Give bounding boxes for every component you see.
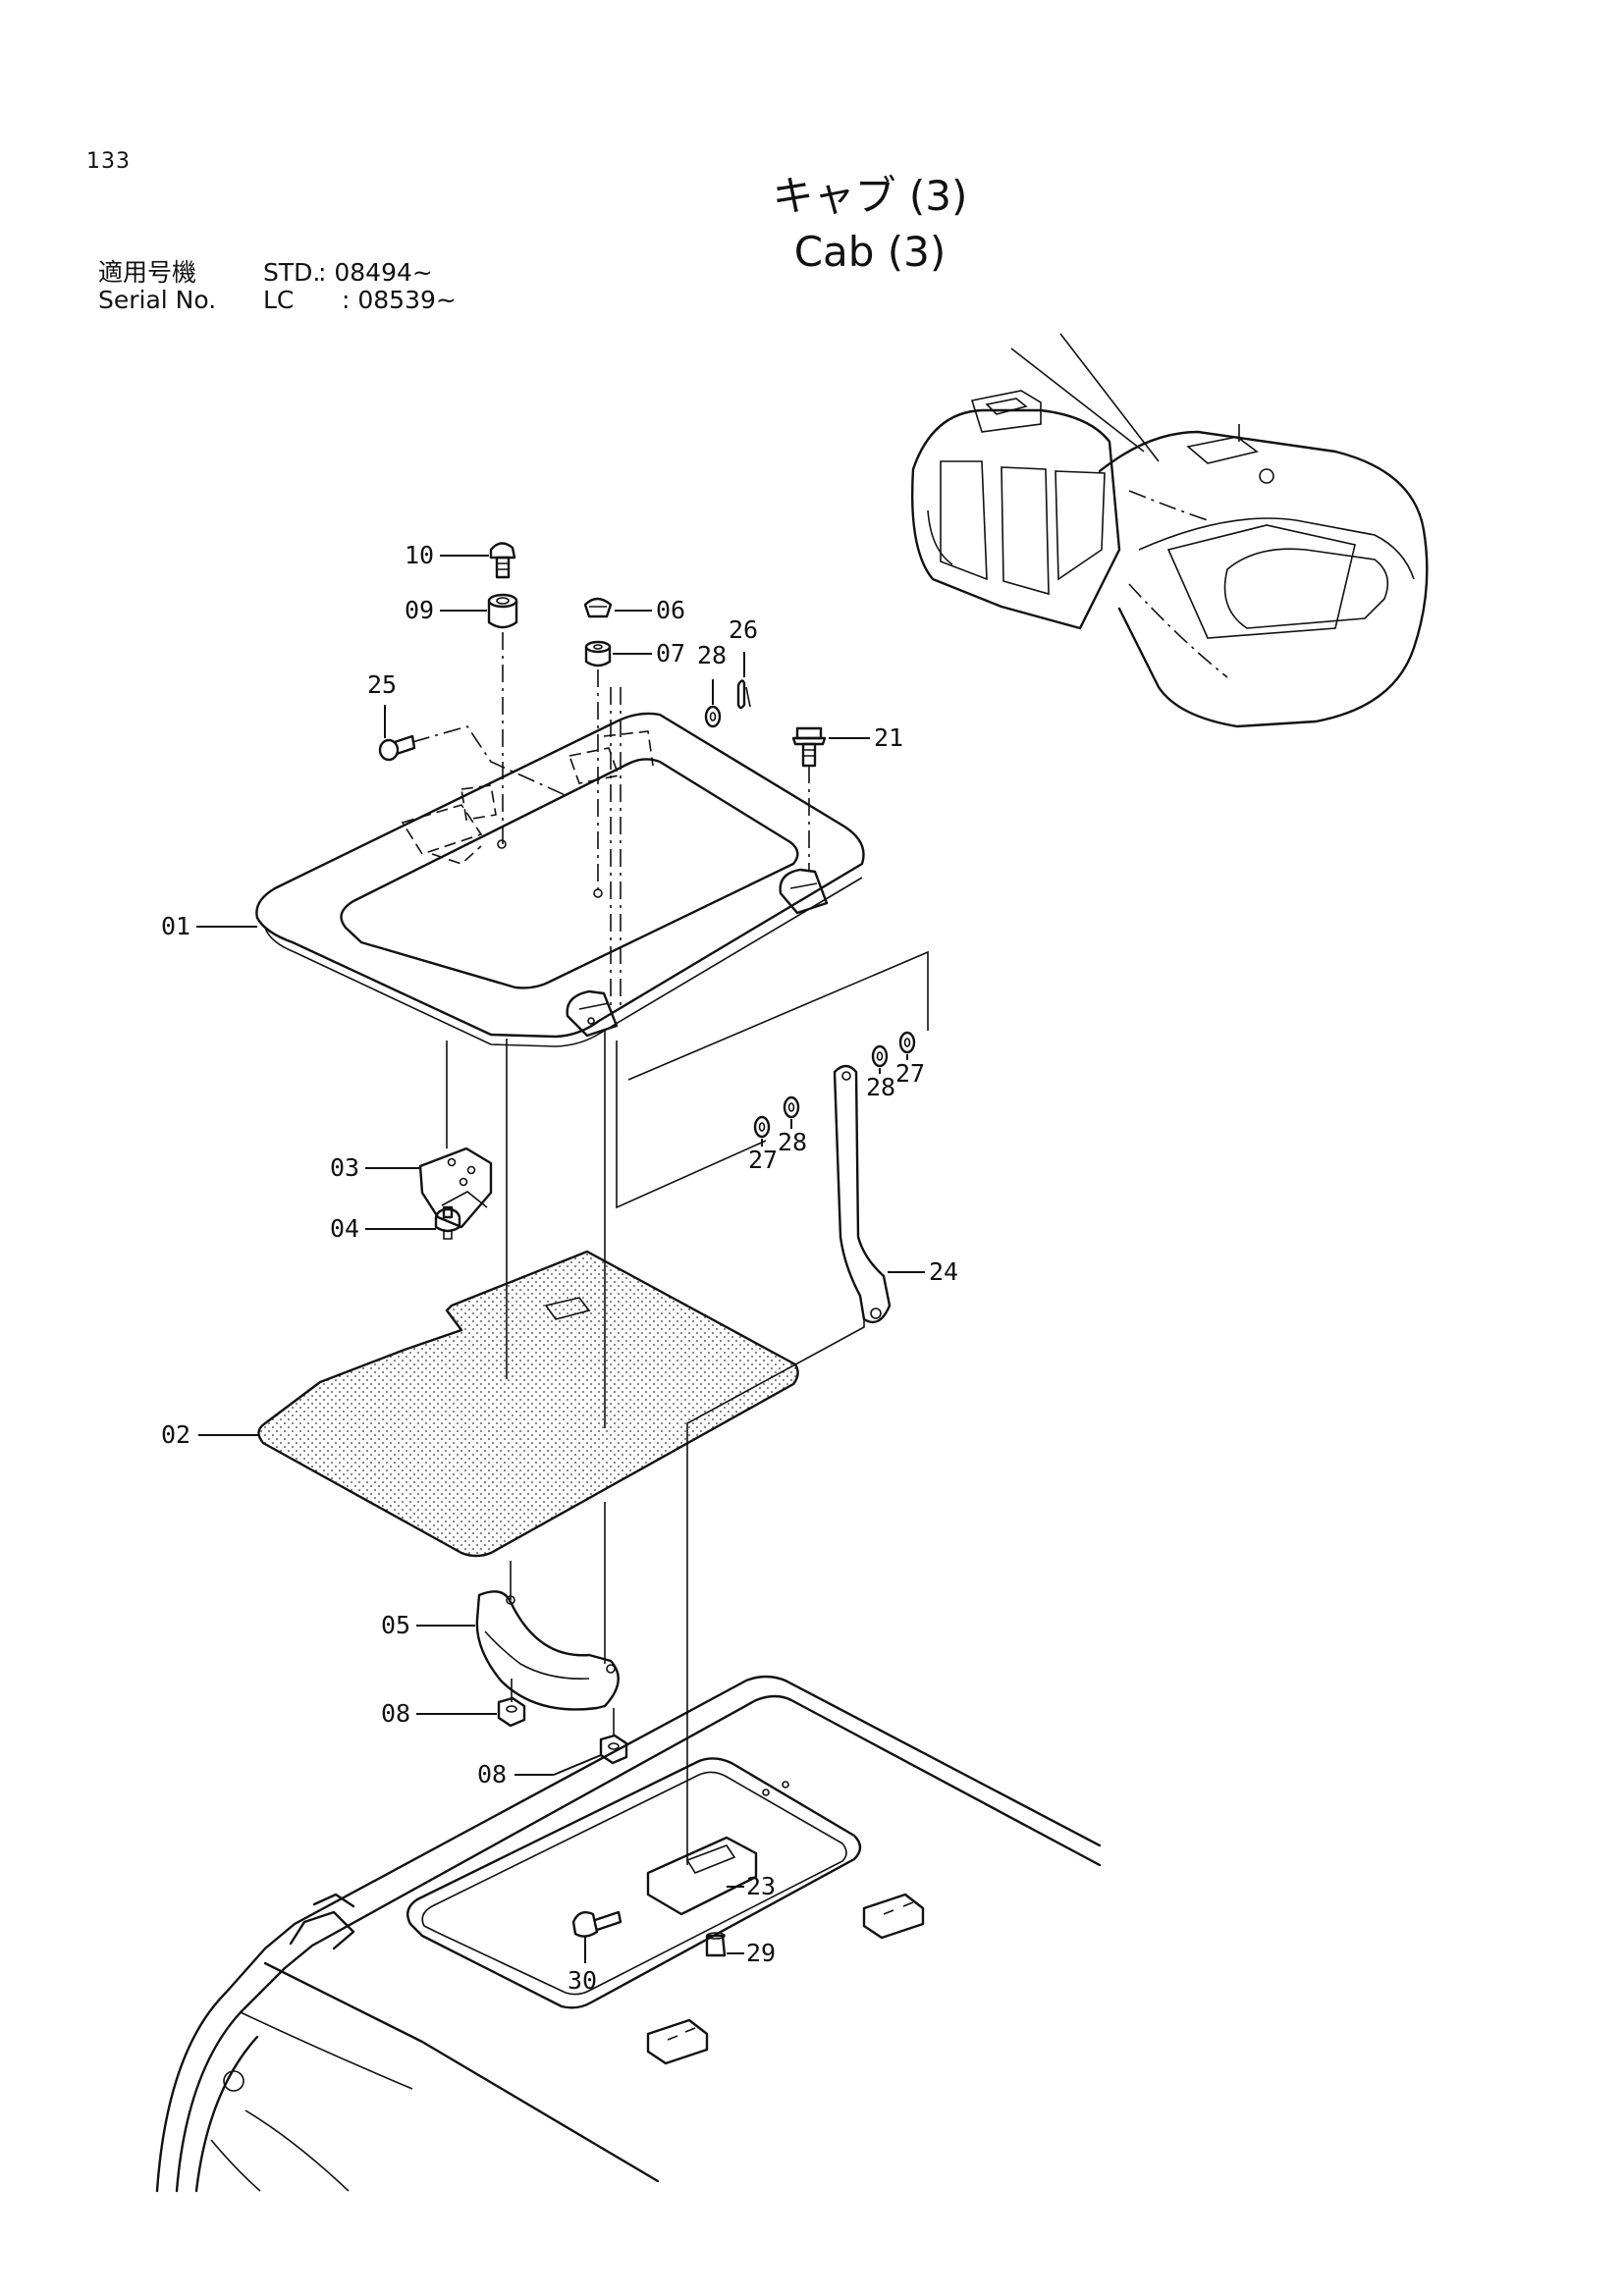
part-07-collar bbox=[584, 640, 612, 667]
part-24-stay-arm bbox=[833, 1064, 892, 1324]
part-26-clip bbox=[736, 679, 751, 710]
callout-02: 02 bbox=[161, 1420, 190, 1449]
callout-27-a: 27 bbox=[748, 1146, 778, 1174]
serial-value-std: : 08494~ bbox=[318, 258, 433, 287]
serial-value-lc: : 08539~ bbox=[342, 286, 457, 314]
serial-model-std: STD. bbox=[263, 258, 321, 287]
part-05-grip-handle bbox=[475, 1590, 620, 1711]
serial-info-row-1: 適用号機 STD.: 08494~ bbox=[98, 259, 433, 287]
part-08-nut-a bbox=[497, 1696, 526, 1728]
part-09-bush bbox=[487, 593, 518, 629]
cab-roof-lower-outline bbox=[155, 1675, 1102, 2193]
callout-06: 06 bbox=[656, 596, 685, 624]
part-21-bolt bbox=[791, 726, 827, 768]
part-06-plug bbox=[583, 597, 613, 618]
callout-05: 05 bbox=[381, 1611, 410, 1639]
callout-28-b: 28 bbox=[778, 1128, 807, 1156]
serial-model-lc: LC bbox=[263, 286, 295, 314]
page-title-english: Cab (3) bbox=[793, 228, 947, 276]
callout-24: 24 bbox=[929, 1257, 958, 1286]
page-number: 133 bbox=[86, 149, 131, 174]
excavator-overview-illustration bbox=[910, 333, 1429, 728]
callout-labels: 10 09 06 07 26 28 25 21 01 03 04 27 28 2… bbox=[161, 541, 958, 1995]
callout-30: 30 bbox=[568, 1966, 597, 1995]
page-title-japanese: キャブ (3) bbox=[772, 172, 968, 220]
part-28-washer-upper bbox=[704, 705, 722, 728]
part-02-floor-mat bbox=[257, 1250, 799, 1558]
part-27-washer-d bbox=[898, 1031, 916, 1054]
callout-26: 26 bbox=[729, 615, 758, 644]
part-28-washer-c bbox=[871, 1044, 889, 1068]
callout-07: 07 bbox=[656, 639, 685, 667]
part-01-roof-hatch-frame bbox=[255, 712, 865, 1047]
assembly-lines bbox=[411, 632, 929, 1865]
callout-23: 23 bbox=[746, 1872, 776, 1900]
serial-label-japanese: 適用号機 bbox=[98, 258, 197, 287]
callout-08-b: 08 bbox=[477, 1760, 507, 1789]
callout-21: 21 bbox=[874, 723, 903, 752]
callout-leaders bbox=[196, 555, 925, 1963]
part-27-washer-a bbox=[753, 1115, 771, 1139]
callout-03: 03 bbox=[330, 1153, 359, 1182]
callout-29: 29 bbox=[746, 1939, 776, 1967]
callout-25: 25 bbox=[367, 670, 397, 699]
part-10-screw bbox=[489, 542, 516, 579]
callout-28-upper: 28 bbox=[697, 641, 727, 669]
callout-01: 01 bbox=[161, 912, 190, 940]
part-08-nut-b bbox=[599, 1734, 628, 1765]
part-03-bracket bbox=[418, 1147, 493, 1229]
callout-10: 10 bbox=[405, 541, 434, 569]
part-28-washer-b bbox=[783, 1095, 800, 1119]
part-04-bolt bbox=[434, 1205, 461, 1240]
callout-27-d: 27 bbox=[895, 1059, 925, 1088]
serial-info-row-2: Serial No. LC : 08539~ bbox=[98, 287, 457, 314]
callout-04: 04 bbox=[330, 1214, 359, 1243]
callout-09: 09 bbox=[405, 596, 434, 624]
callout-08-a: 08 bbox=[381, 1699, 410, 1728]
part-25-pin bbox=[378, 734, 416, 762]
callout-28-c: 28 bbox=[866, 1073, 895, 1101]
serial-label-english: Serial No. bbox=[98, 286, 217, 314]
